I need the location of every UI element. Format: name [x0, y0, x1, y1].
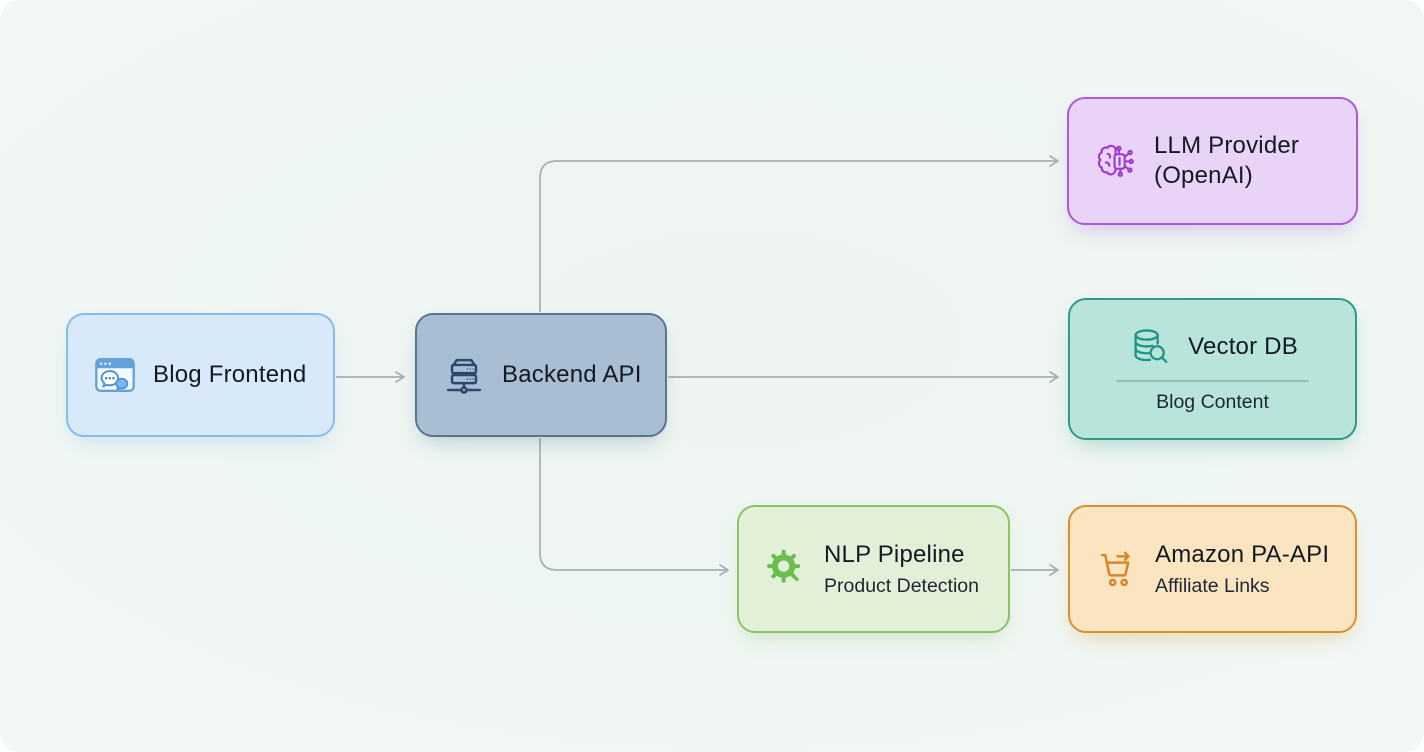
shopping-cart-icon — [1094, 546, 1140, 592]
node-subtitle: Blog Content — [1156, 390, 1269, 413]
node-title: LLM Provider (OpenAI) — [1154, 132, 1300, 189]
node-title: Vector DB — [1188, 333, 1298, 361]
edge-backend-api-to-llm-provider — [539, 155, 1059, 312]
server-network-icon — [441, 352, 487, 398]
ai-brain-chip-icon — [1093, 138, 1139, 184]
node-title: Backend API — [502, 361, 642, 388]
node-llm-provider: LLM Provider (OpenAI) — [1067, 97, 1358, 225]
node-blog-frontend: Blog Frontend — [66, 313, 335, 437]
node-title: Blog Frontend — [153, 361, 307, 388]
node-divider — [1116, 380, 1309, 382]
database-search-icon — [1127, 324, 1173, 370]
node-vector-db: Vector DB Blog Content — [1068, 298, 1357, 440]
gear-search-icon — [763, 546, 809, 592]
edge-backend-api-to-nlp-pipeline — [539, 438, 729, 576]
node-amazon-pa-api: Amazon PA-API Affiliate Links — [1068, 505, 1357, 633]
browser-chat-icon — [92, 352, 138, 398]
node-title: Amazon PA-API — [1155, 541, 1330, 568]
node-subtitle: Product Detection — [824, 575, 980, 597]
node-title: NLP Pipeline — [824, 541, 965, 568]
node-backend-api: Backend API — [415, 313, 667, 437]
node-nlp-pipeline: NLP Pipeline Product Detection — [737, 505, 1010, 633]
node-subtitle: Affiliate Links — [1155, 575, 1270, 597]
